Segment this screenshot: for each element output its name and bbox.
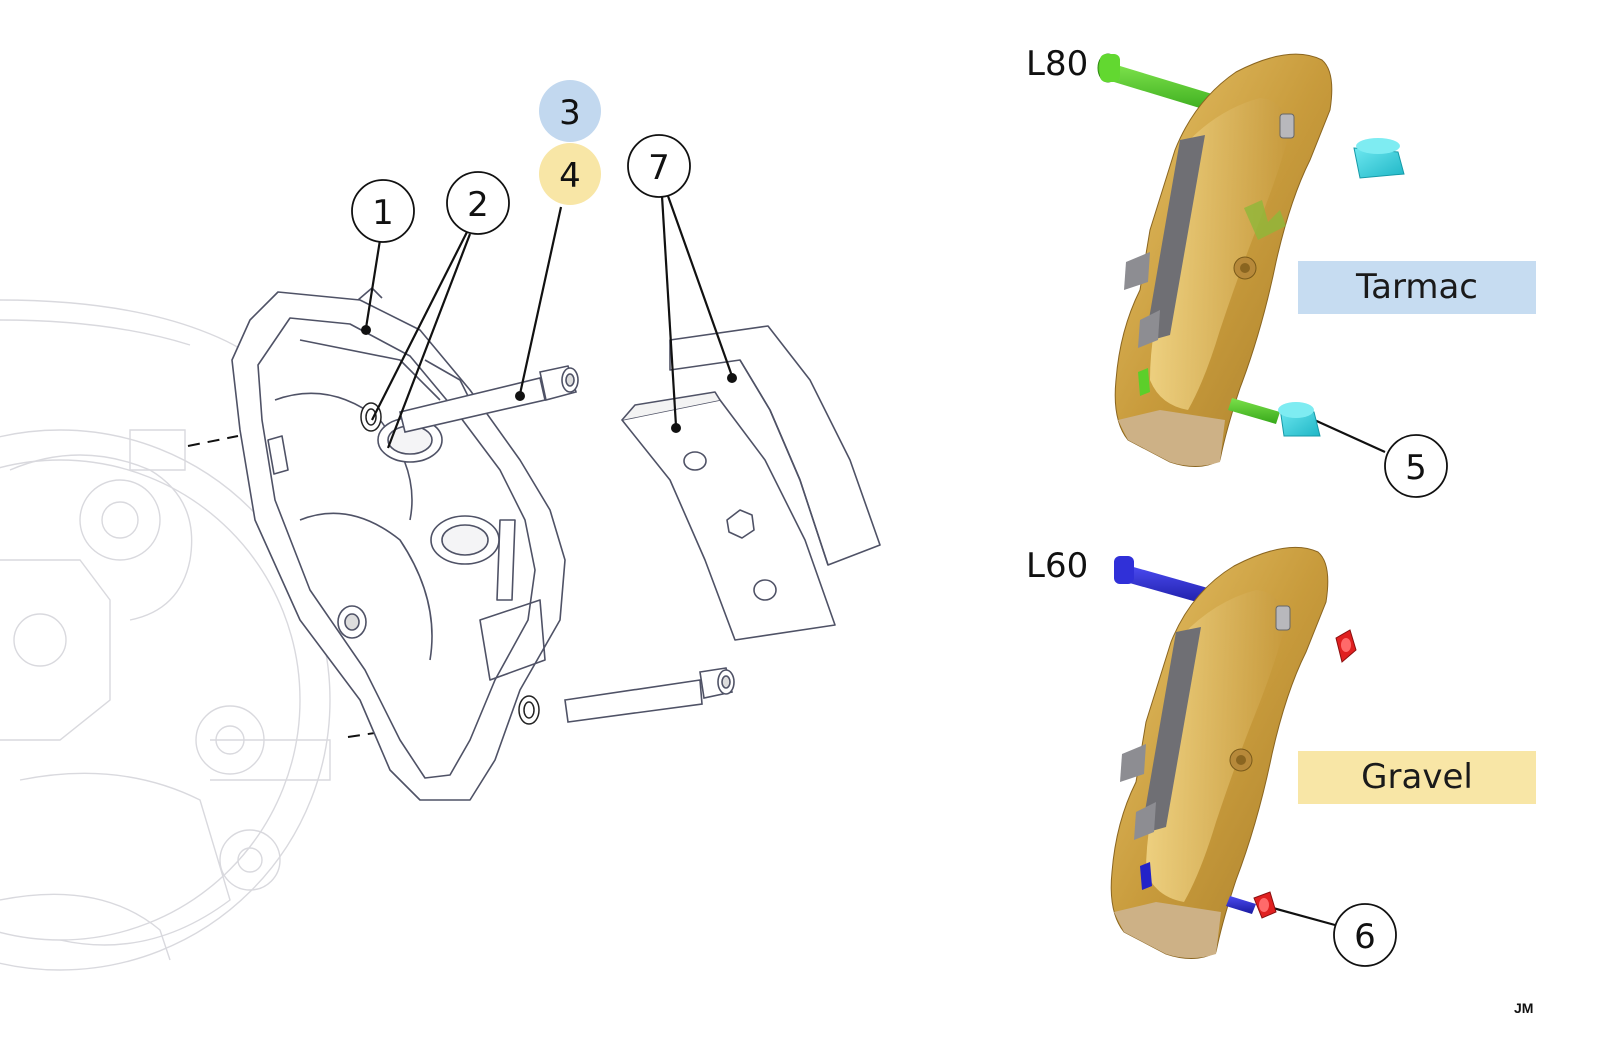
callout-7-label: 7 [648,148,670,188]
red-washer-floating [1335,629,1357,663]
ring-washers [360,402,540,725]
callout-3: 3 [539,80,601,142]
alignment-lines [187,435,396,738]
tarmac-caliper [1097,53,1405,467]
caliper-line-art [231,287,566,801]
cyan-spacer-floating [1353,138,1405,179]
gravel-caliper [1110,546,1357,959]
author-initials: JM [1514,1000,1534,1016]
gravel-tag: Gravel [1298,751,1536,804]
callout-1-label: 1 [372,193,394,233]
mounting-bolts-line-art [399,365,735,723]
callout-4-label: 4 [559,156,581,196]
background-hub-assembly [0,299,331,971]
callout-2: 2 [446,171,510,235]
red-washer-lower [1253,891,1277,919]
bolt-length-l80: L80 [1026,44,1089,84]
tarmac-tag: Tarmac [1298,261,1536,314]
callout-6-label: 6 [1354,917,1376,957]
bolt-length-l60: L60 [1026,546,1089,586]
leader-dots [361,325,737,433]
callout-6: 6 [1333,903,1397,967]
callout-2-label: 2 [467,185,489,225]
callout-3-label: 3 [559,93,581,133]
callout-5-label: 5 [1405,448,1427,488]
leader-lines [364,195,1386,927]
cyan-spacer-lower [1278,402,1321,437]
callout-1: 1 [351,179,415,243]
brake-pads [621,325,881,641]
callout-5: 5 [1384,434,1448,498]
rr-logo-icon [1244,200,1286,240]
callout-4: 4 [539,143,601,205]
callout-7: 7 [627,134,691,198]
